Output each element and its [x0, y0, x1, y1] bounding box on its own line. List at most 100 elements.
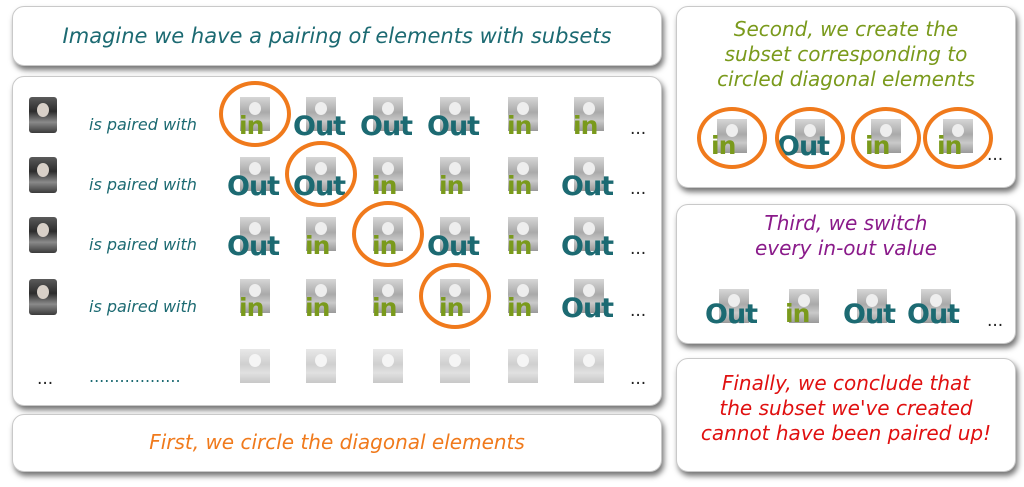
subset-thumbnail	[240, 157, 270, 191]
out-marker: Out	[843, 299, 896, 330]
diagonal-circle	[775, 107, 845, 169]
row-ellipsis: ...	[630, 369, 647, 389]
step-third-line1: Third, we switch	[764, 211, 928, 235]
out-marker: Out	[427, 111, 480, 142]
row-portrait	[29, 279, 57, 315]
subset-thumbnail	[306, 349, 336, 383]
in-marker: in	[372, 171, 397, 200]
out-marker: Out	[705, 299, 758, 330]
subset-thumbnail	[921, 289, 951, 323]
step-second-line3: circled diagonal elements	[717, 67, 975, 91]
subset-thumbnail	[789, 289, 819, 323]
out-marker: Out	[360, 111, 413, 142]
in-marker: in	[239, 293, 264, 322]
step-second-panel: Second, we create the subset correspondi…	[676, 6, 1016, 188]
step-final-text: Finally, we conclude that the subset we'…	[677, 371, 1015, 446]
out-marker: Out	[427, 231, 480, 262]
subset-thumbnail	[240, 217, 270, 251]
paired-with-label: is paired with	[89, 115, 197, 134]
subset-thumbnail	[719, 289, 749, 323]
subset-thumbnail	[373, 349, 403, 383]
subset-thumbnail	[373, 97, 403, 131]
subset-thumbnail	[306, 279, 336, 313]
step-second-line1: Second, we create the	[733, 17, 959, 41]
step-third-text: Third, we switch every in-out value	[677, 211, 1015, 261]
subset-thumbnail	[306, 217, 336, 251]
in-marker: in	[305, 231, 330, 260]
subset-thumbnail	[508, 97, 538, 131]
row-ellipsis: ...	[630, 239, 647, 259]
subset-thumbnail	[440, 349, 470, 383]
subset-thumbnail	[574, 97, 604, 131]
subset-thumbnail	[574, 279, 604, 313]
in-marker: in	[507, 111, 532, 140]
subset-thumbnail	[240, 279, 270, 313]
subset-thumbnail	[508, 279, 538, 313]
last-row-left-ellipsis: ...	[37, 369, 54, 389]
row-ellipsis: ...	[630, 301, 647, 321]
subset-thumbnail	[440, 157, 470, 191]
diagonal-circle	[851, 107, 921, 169]
diagonal-circle	[923, 107, 993, 169]
out-marker: Out	[907, 299, 960, 330]
step-final-line3: cannot have been paired up!	[700, 421, 992, 445]
out-marker: Out	[227, 231, 280, 262]
subset-thumbnail	[306, 97, 336, 131]
in-marker: in	[507, 293, 532, 322]
row-portrait	[29, 157, 57, 193]
subset-thumbnail	[373, 157, 403, 191]
subset-ellipsis: ...	[987, 145, 1004, 165]
row-ellipsis: ...	[630, 179, 647, 199]
in-marker: in	[305, 293, 330, 322]
step-second-text: Second, we create the subset correspondi…	[677, 17, 1015, 92]
subset-thumbnail	[574, 157, 604, 191]
subset-thumbnail	[508, 349, 538, 383]
step-final-line1: Finally, we conclude that	[721, 371, 971, 395]
subset-thumbnail	[240, 349, 270, 383]
row-portrait	[29, 97, 57, 133]
diagonal-circle	[285, 141, 357, 207]
subset-thumbnail	[440, 97, 470, 131]
step-final-line2: the subset we've created	[719, 396, 973, 420]
out-marker: Out	[227, 171, 280, 202]
step-first-panel: First, we circle the diagonal elements	[12, 414, 662, 472]
diagonal-circle	[219, 81, 291, 147]
intro-panel: Imagine we have a pairing of elements wi…	[12, 6, 662, 66]
intro-text: Imagine we have a pairing of elements wi…	[62, 24, 612, 48]
subset-thumbnail	[574, 217, 604, 251]
step-second-line2: subset corresponding to	[724, 42, 968, 66]
in-marker: in	[507, 231, 532, 260]
step-first-text: First, we circle the diagonal elements	[149, 430, 525, 454]
step-final-panel: Finally, we conclude that the subset we'…	[676, 358, 1016, 472]
row-portrait	[29, 217, 57, 253]
row-ellipsis: ...	[630, 119, 647, 139]
paired-with-label: is paired with	[89, 297, 197, 316]
subset-thumbnail	[857, 289, 887, 323]
subset-thumbnail	[508, 157, 538, 191]
paired-with-label: is paired with	[89, 175, 197, 194]
step-third-line2: every in-out value	[754, 236, 938, 260]
paired-with-label: is paired with	[89, 235, 197, 254]
diagonal-circle	[697, 107, 767, 169]
subset-thumbnail	[508, 217, 538, 251]
out-marker: Out	[293, 111, 346, 142]
subset-ellipsis: ...	[987, 311, 1004, 331]
last-row-label: ..................	[89, 367, 181, 386]
subset-thumbnail	[574, 349, 604, 383]
in-marker: in	[785, 299, 810, 328]
out-marker: Out	[561, 293, 614, 324]
diagonal-circle	[352, 201, 424, 267]
out-marker: Out	[561, 171, 614, 202]
in-marker: in	[573, 111, 598, 140]
subset-thumbnail	[440, 217, 470, 251]
subset-thumbnail	[373, 279, 403, 313]
in-marker: in	[372, 293, 397, 322]
out-marker: Out	[561, 231, 614, 262]
diagonal-circle	[419, 263, 491, 329]
in-marker: in	[507, 171, 532, 200]
